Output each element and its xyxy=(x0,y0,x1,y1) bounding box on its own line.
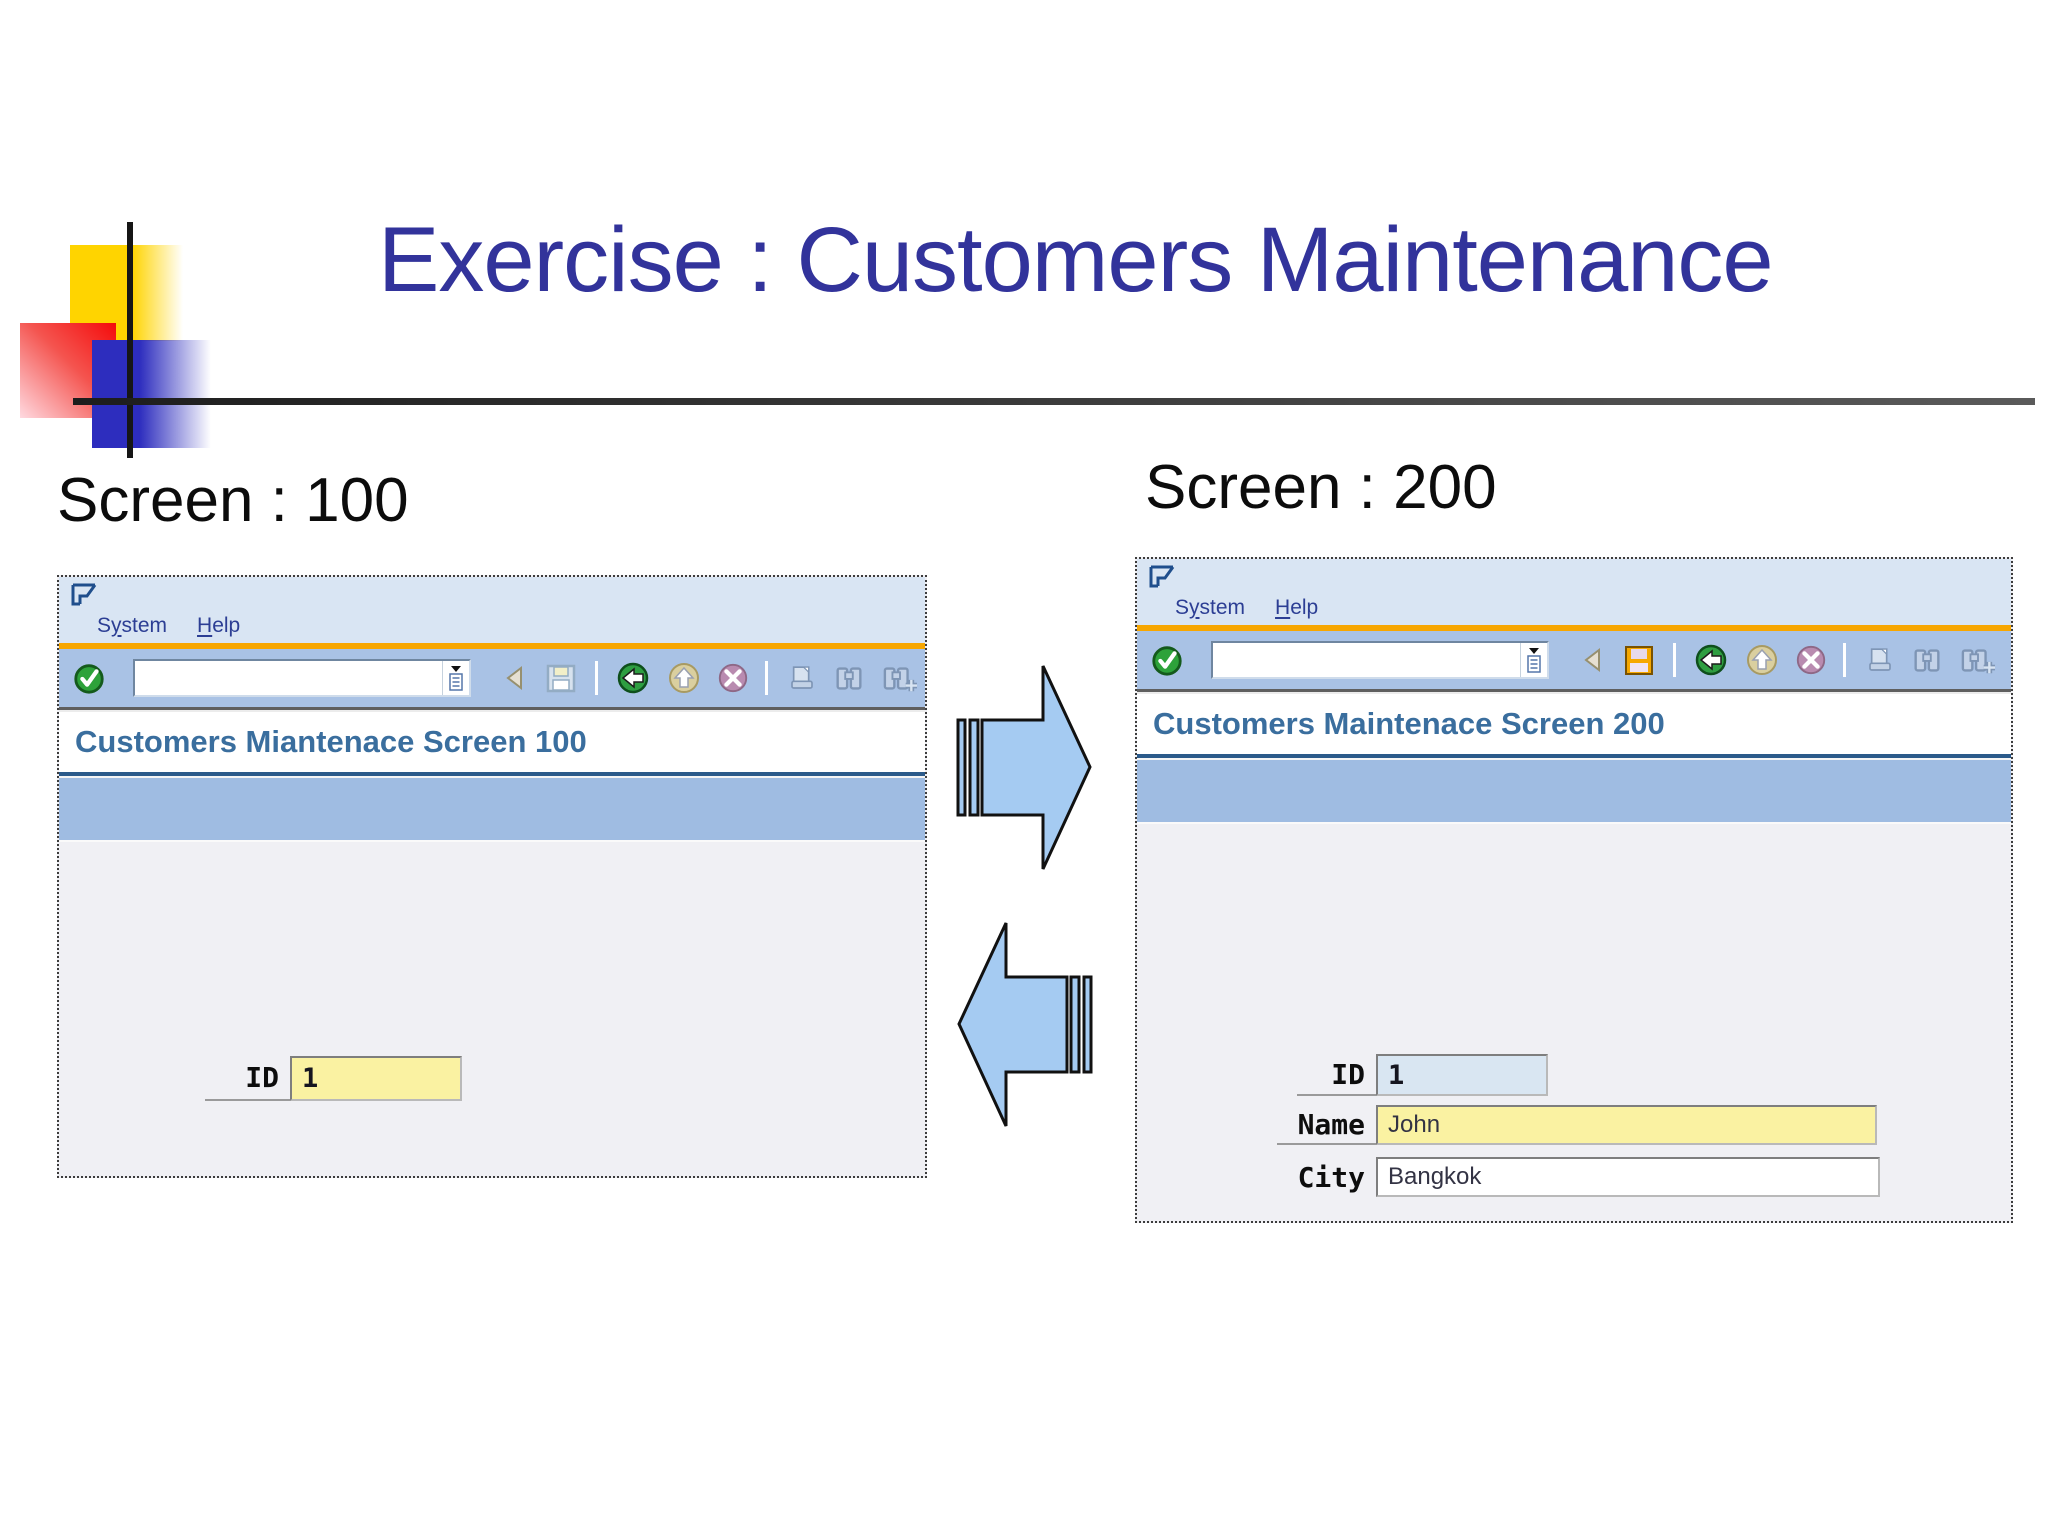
find-next-icon[interactable] xyxy=(1959,643,1997,677)
command-input[interactable] xyxy=(1213,643,1520,677)
flow-arrow-left-icon xyxy=(957,922,1093,1127)
cancel-icon[interactable] xyxy=(1794,643,1828,677)
application-toolbar-band xyxy=(1137,758,2011,824)
city-label: City xyxy=(1297,1160,1365,1194)
standard-toolbar xyxy=(59,649,925,710)
exit-icon[interactable] xyxy=(666,660,702,696)
menu-help[interactable]: Help xyxy=(197,614,241,637)
title-divider-line xyxy=(73,398,2035,405)
id-label: ID xyxy=(1297,1054,1376,1096)
window-content: ID Name City xyxy=(1137,824,2011,1221)
toolbar-separator xyxy=(595,661,598,695)
id-field[interactable] xyxy=(1376,1054,1548,1096)
cancel-icon[interactable] xyxy=(716,661,750,695)
exit-icon[interactable] xyxy=(1744,642,1780,678)
command-history-dropdown[interactable] xyxy=(442,661,469,695)
flow-arrow-right-icon xyxy=(956,665,1092,870)
command-input[interactable] xyxy=(135,661,442,695)
back-icon[interactable] xyxy=(615,660,651,696)
city-field[interactable] xyxy=(1376,1157,1880,1197)
command-field xyxy=(133,659,471,697)
toolbar-separator xyxy=(1843,643,1846,677)
page-title: Exercise : Customers Maintenance xyxy=(378,209,1774,311)
id-field[interactable] xyxy=(290,1056,462,1101)
back-triangle-icon[interactable] xyxy=(501,660,529,696)
menu-bar: System Help xyxy=(1175,596,1318,620)
field-row-id: ID xyxy=(205,1056,462,1101)
command-field xyxy=(1211,641,1549,679)
menu-bar: System Help xyxy=(97,614,240,638)
window-icon xyxy=(1148,564,1178,590)
save-icon[interactable] xyxy=(543,660,579,696)
field-row-name: Name xyxy=(1277,1105,1877,1145)
print-icon[interactable] xyxy=(1865,642,1895,678)
window-icon xyxy=(70,582,100,608)
menu-system[interactable]: System xyxy=(1175,596,1246,619)
window-title-bar: Customers Miantenace Screen 100 xyxy=(59,710,925,776)
sap-window-200: System Help Customers Maintenace Screen … xyxy=(1135,557,2013,1223)
application-toolbar-band xyxy=(59,776,925,842)
field-row-id: ID xyxy=(1297,1054,1548,1096)
toolbar-separator xyxy=(765,661,768,695)
window-header: System Help xyxy=(1137,559,2011,625)
accent-rule xyxy=(1137,625,2011,631)
screen-200-label: Screen : 200 xyxy=(1145,453,1497,522)
print-icon[interactable] xyxy=(787,660,817,696)
command-history-dropdown[interactable] xyxy=(1520,643,1547,677)
enter-icon[interactable] xyxy=(1150,643,1184,677)
window-title-bar: Customers Maintenace Screen 200 xyxy=(1137,692,2011,758)
standard-toolbar xyxy=(1137,631,2011,692)
find-next-icon[interactable] xyxy=(881,661,919,695)
enter-icon[interactable] xyxy=(72,661,106,695)
name-label: Name xyxy=(1277,1105,1376,1145)
window-title: Customers Maintenace Screen 200 xyxy=(1153,706,1665,741)
window-content: ID xyxy=(59,842,925,1176)
find-icon[interactable] xyxy=(1910,643,1944,677)
deco-vertical-line xyxy=(127,222,133,458)
back-icon[interactable] xyxy=(1693,642,1729,678)
menu-help[interactable]: Help xyxy=(1275,596,1319,619)
toolbar-separator xyxy=(1673,643,1676,677)
screen-100-label: Screen : 100 xyxy=(57,466,409,535)
flow-arrows xyxy=(956,665,1093,1127)
window-title: Customers Miantenace Screen 100 xyxy=(75,724,587,759)
id-label: ID xyxy=(205,1056,290,1101)
back-triangle-icon[interactable] xyxy=(1579,642,1607,678)
menu-system[interactable]: System xyxy=(97,614,168,637)
name-field[interactable] xyxy=(1376,1105,1877,1145)
save-icon[interactable] xyxy=(1621,642,1657,678)
find-icon[interactable] xyxy=(832,661,866,695)
window-header: System Help xyxy=(59,577,925,643)
sap-window-100: System Help Customers Miantenace Screen … xyxy=(57,575,927,1178)
deco-blue-square xyxy=(92,340,211,448)
accent-rule xyxy=(59,643,925,649)
field-row-city: City xyxy=(1277,1157,1880,1197)
